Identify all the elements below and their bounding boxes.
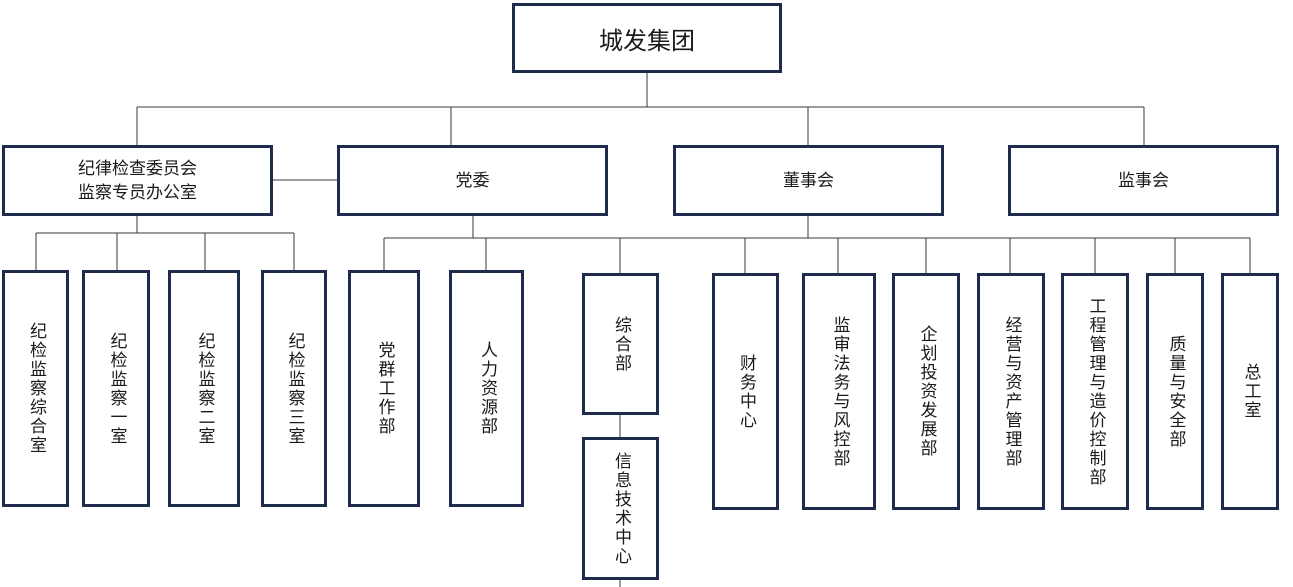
node-label: 企划投资发展部 (916, 325, 937, 458)
node-label: 监审法务与风控部 (829, 315, 850, 468)
node-discipline-office: 纪检监察三室 (261, 270, 327, 507)
node-department: 工程管理与造价控制部 (1061, 273, 1129, 510)
node-party-committee: 党委 (337, 145, 608, 216)
root-label: 城发集团 (599, 26, 695, 55)
node-label: 纪检监察二室 (194, 331, 215, 446)
node-board: 董事会 (673, 145, 944, 216)
node-department: 总工室 (1221, 273, 1279, 510)
node-department: 党群工作部 (348, 270, 420, 507)
node-label: 纪检监察三室 (284, 331, 305, 446)
node-label: 信息技术中心 (611, 451, 631, 566)
node-department: 人力资源部 (449, 270, 524, 507)
root-node: 城发集团 (512, 3, 782, 73)
node-label: 人力资源部 (477, 341, 497, 436)
node-department: 综合部 (582, 273, 659, 415)
node-supervisory-board: 监事会 (1008, 145, 1279, 216)
node-department: 财务中心 (712, 273, 779, 510)
node-label: 质量与安全部 (1165, 334, 1186, 449)
node-department: 监审法务与风控部 (802, 273, 876, 510)
node-discipline-committee: 纪律检查委员会 监察专员办公室 (2, 145, 273, 216)
node-discipline-office: 纪检监察综合室 (2, 270, 69, 507)
node-label: 总工室 (1240, 363, 1261, 420)
node-label: 党委 (455, 170, 490, 191)
node-department: 经营与资产管理部 (977, 273, 1045, 510)
node-label: 党群工作部 (374, 341, 395, 436)
node-label: 董事会 (783, 170, 834, 191)
node-label-line1: 纪律检查委员会 (78, 158, 197, 179)
node-label: 纪检监察一室 (106, 331, 127, 446)
node-department: 企划投资发展部 (892, 273, 960, 510)
node-label: 纪检监察综合室 (26, 322, 46, 455)
node-label: 综合部 (611, 315, 631, 373)
node-label: 工程管理与造价控制部 (1085, 296, 1106, 487)
node-department: 质量与安全部 (1146, 273, 1204, 510)
node-label: 经营与资产管理部 (1001, 315, 1022, 468)
node-department: 信息技术中心 (582, 437, 659, 580)
node-label-line2: 监察专员办公室 (78, 182, 197, 203)
node-discipline-office: 纪检监察二室 (168, 270, 240, 507)
node-discipline-office: 纪检监察一室 (82, 270, 150, 507)
node-label: 财务中心 (736, 353, 756, 430)
node-label: 监事会 (1118, 170, 1169, 191)
